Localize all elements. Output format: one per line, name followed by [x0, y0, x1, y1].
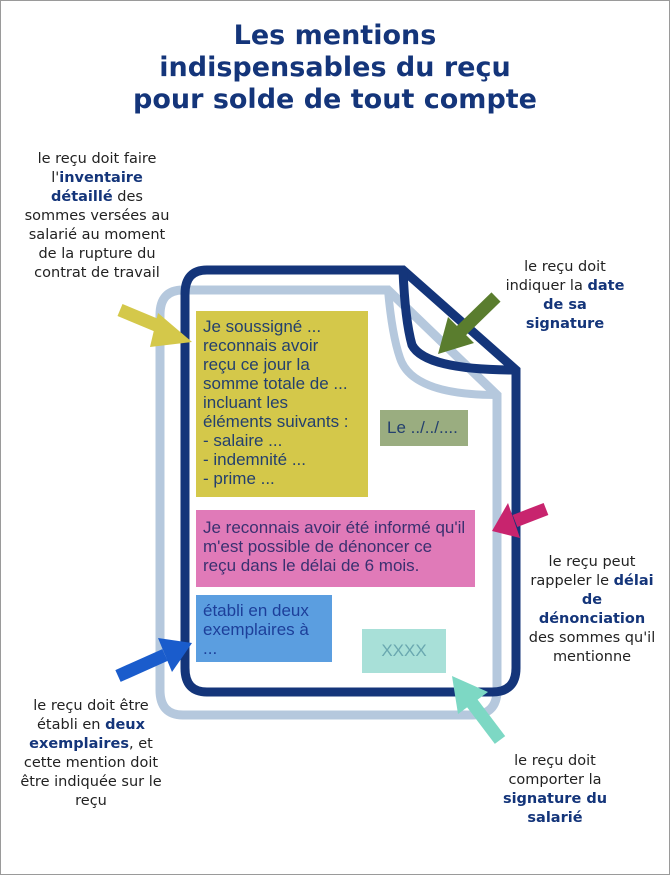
document-fold-back — [384, 289, 498, 399]
arrow-magenta-icon — [492, 502, 549, 538]
statement-line: somme totale de ... — [203, 374, 348, 393]
annotation-text: le reçu doit comporter la — [508, 753, 602, 788]
title-line: Les mentions — [233, 20, 437, 51]
title-line: indispensables du reçu — [159, 52, 511, 83]
statement-line: reconnais avoir — [203, 336, 319, 355]
annotation-text: le reçu peut rappeler le — [530, 554, 636, 589]
annotation-text: le reçu doit faire l' — [37, 151, 157, 186]
annotation-bold: signature du salarié — [502, 791, 608, 826]
annotation-bold: délai de dénonciation — [538, 573, 654, 627]
annotation-bold: date de sa signature — [525, 278, 625, 332]
annotation-text: le reçu doit être établi en — [33, 698, 149, 733]
statement-line: éléments suivants : — [203, 412, 349, 431]
delay-box: Je reconnais avoir été informé qu'il m'e… — [196, 510, 475, 587]
document-fold — [398, 269, 517, 375]
arrow-green-icon — [438, 292, 501, 354]
arrow-blue-icon — [115, 638, 192, 682]
annotation-text: des sommes versées au salarié au moment … — [24, 189, 170, 281]
annotation-bold: deux exemplaires — [29, 717, 145, 752]
annotation-signature: le reçu doit comporter la signature du s… — [490, 752, 620, 828]
annotation-copies: le reçu doit être établi en deux exempla… — [20, 697, 162, 811]
annotation-bold: inventaire détaillé — [51, 170, 143, 205]
arrow-teal-icon — [452, 676, 506, 744]
statement-line: Je soussigné ... — [203, 317, 322, 336]
statement-line: reçu ce jour la — [203, 355, 310, 374]
annotation-text: des sommes qu'il mentionne — [528, 630, 656, 665]
title-line: pour solde de tout compte — [133, 84, 537, 115]
document-back-outline — [155, 285, 502, 720]
statement-line: - salaire ... — [203, 431, 283, 450]
annotation-delay: le reçu peut rappeler le délai de dénonc… — [528, 553, 656, 667]
statement-line: - indemnité ... — [203, 450, 306, 469]
date-field-box: Le ../../.... — [380, 410, 468, 446]
page-title: Les mentions indispensables du reçu pour… — [0, 20, 670, 116]
annotation-inventory: le reçu doit faire l'inventaire détaillé… — [22, 150, 172, 283]
statement-line: - prime ... — [203, 469, 275, 488]
arrow-yellow-icon — [117, 304, 192, 347]
annotation-text: , et cette mention doit être indiquée su… — [20, 736, 162, 809]
annotation-date: le reçu doit indiquer la date de sa sign… — [505, 258, 625, 334]
statement-box: Je soussigné ... reconnais avoir reçu ce… — [196, 311, 368, 497]
copies-box: établi en deux exemplaires à ... — [196, 595, 332, 662]
document-front-outline — [180, 265, 521, 697]
statement-line: incluant les — [203, 393, 289, 412]
annotation-text: le reçu doit indiquer la — [505, 259, 606, 294]
signature-box: XXXX — [362, 629, 446, 673]
